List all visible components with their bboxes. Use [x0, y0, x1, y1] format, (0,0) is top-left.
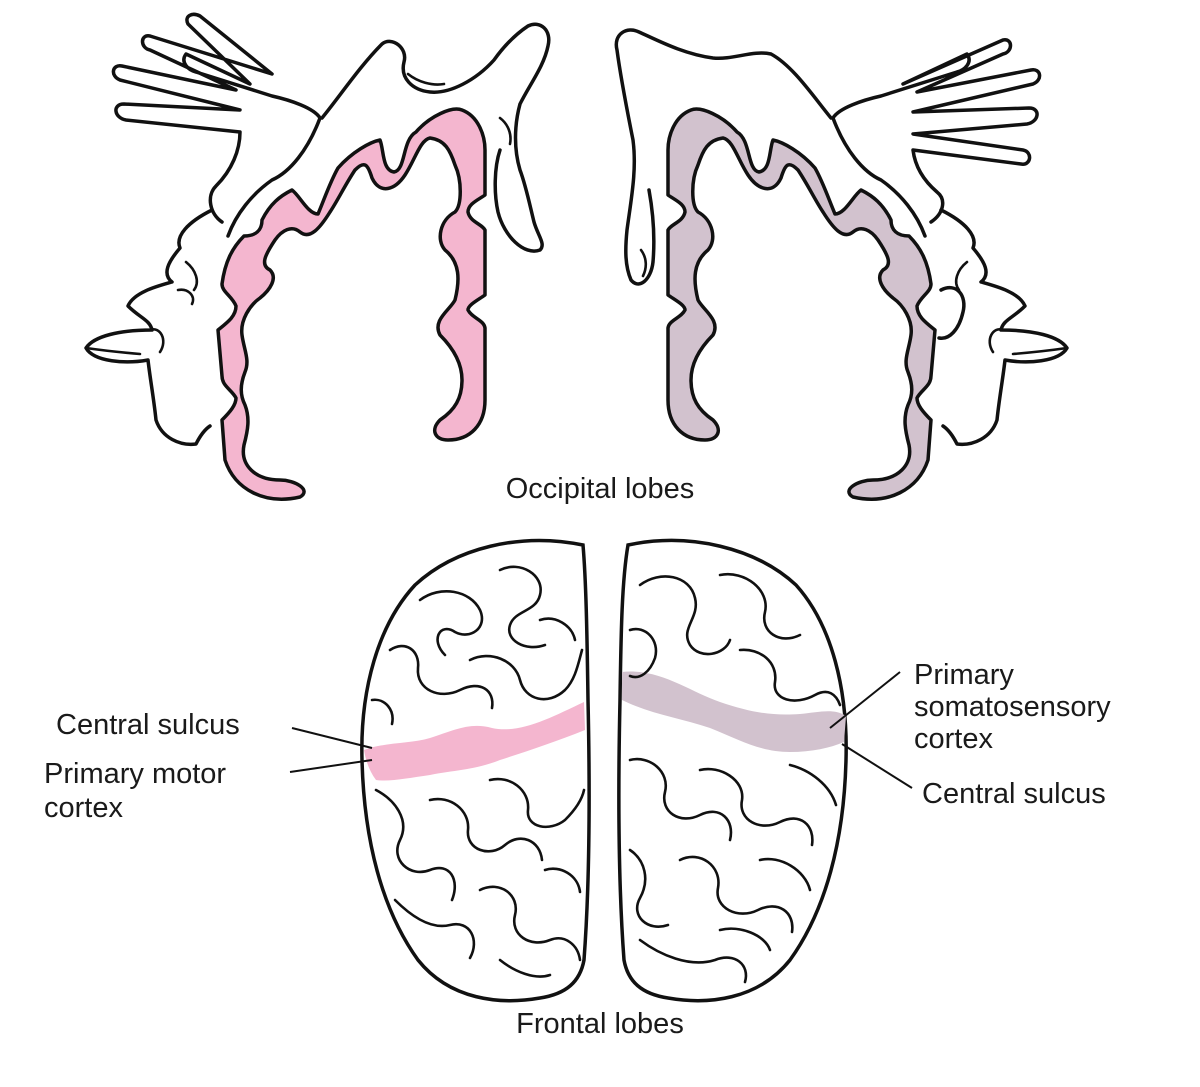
- left-hemisphere: [360, 538, 591, 1003]
- right-hemisphere: [617, 538, 848, 1003]
- motor-cortex-section: [84, 12, 551, 501]
- primary-motor-cortex-strip: [364, 702, 585, 781]
- leader-somatosensory: [829, 671, 901, 729]
- label-central-sulcus-right: Central sulcus: [922, 778, 1106, 810]
- label-primary-motor-cortex-line1: Primary motor: [44, 758, 226, 790]
- brain-top-view: [289, 538, 913, 1003]
- label-primary-somatosensory-line2: somatosensory: [914, 691, 1111, 723]
- label-central-sulcus-left: Central sulcus: [56, 709, 240, 741]
- motor-homunculus-icon: [84, 12, 551, 447]
- somatosensory-cortex-section: [614, 28, 1069, 501]
- label-primary-motor-cortex-line2: cortex: [44, 792, 123, 824]
- label-occipital-lobes: Occipital lobes: [506, 473, 695, 505]
- somatosensory-cortex-band: [666, 107, 937, 501]
- label-primary-somatosensory-line3: cortex: [914, 723, 993, 755]
- label-frontal-lobes: Frontal lobes: [516, 1008, 684, 1040]
- leader-motor-cortex: [289, 759, 373, 773]
- primary-somatosensory-cortex-strip: [622, 671, 846, 752]
- leader-central-sulcus-right: [841, 743, 913, 789]
- right-gyri: [628, 572, 842, 984]
- left-gyri: [370, 565, 586, 978]
- motor-cortex-band: [216, 107, 487, 501]
- sensory-homunculus-icon: [614, 28, 1069, 447]
- label-primary-somatosensory-line1: Primary: [914, 659, 1014, 691]
- leader-central-sulcus-left: [291, 727, 373, 749]
